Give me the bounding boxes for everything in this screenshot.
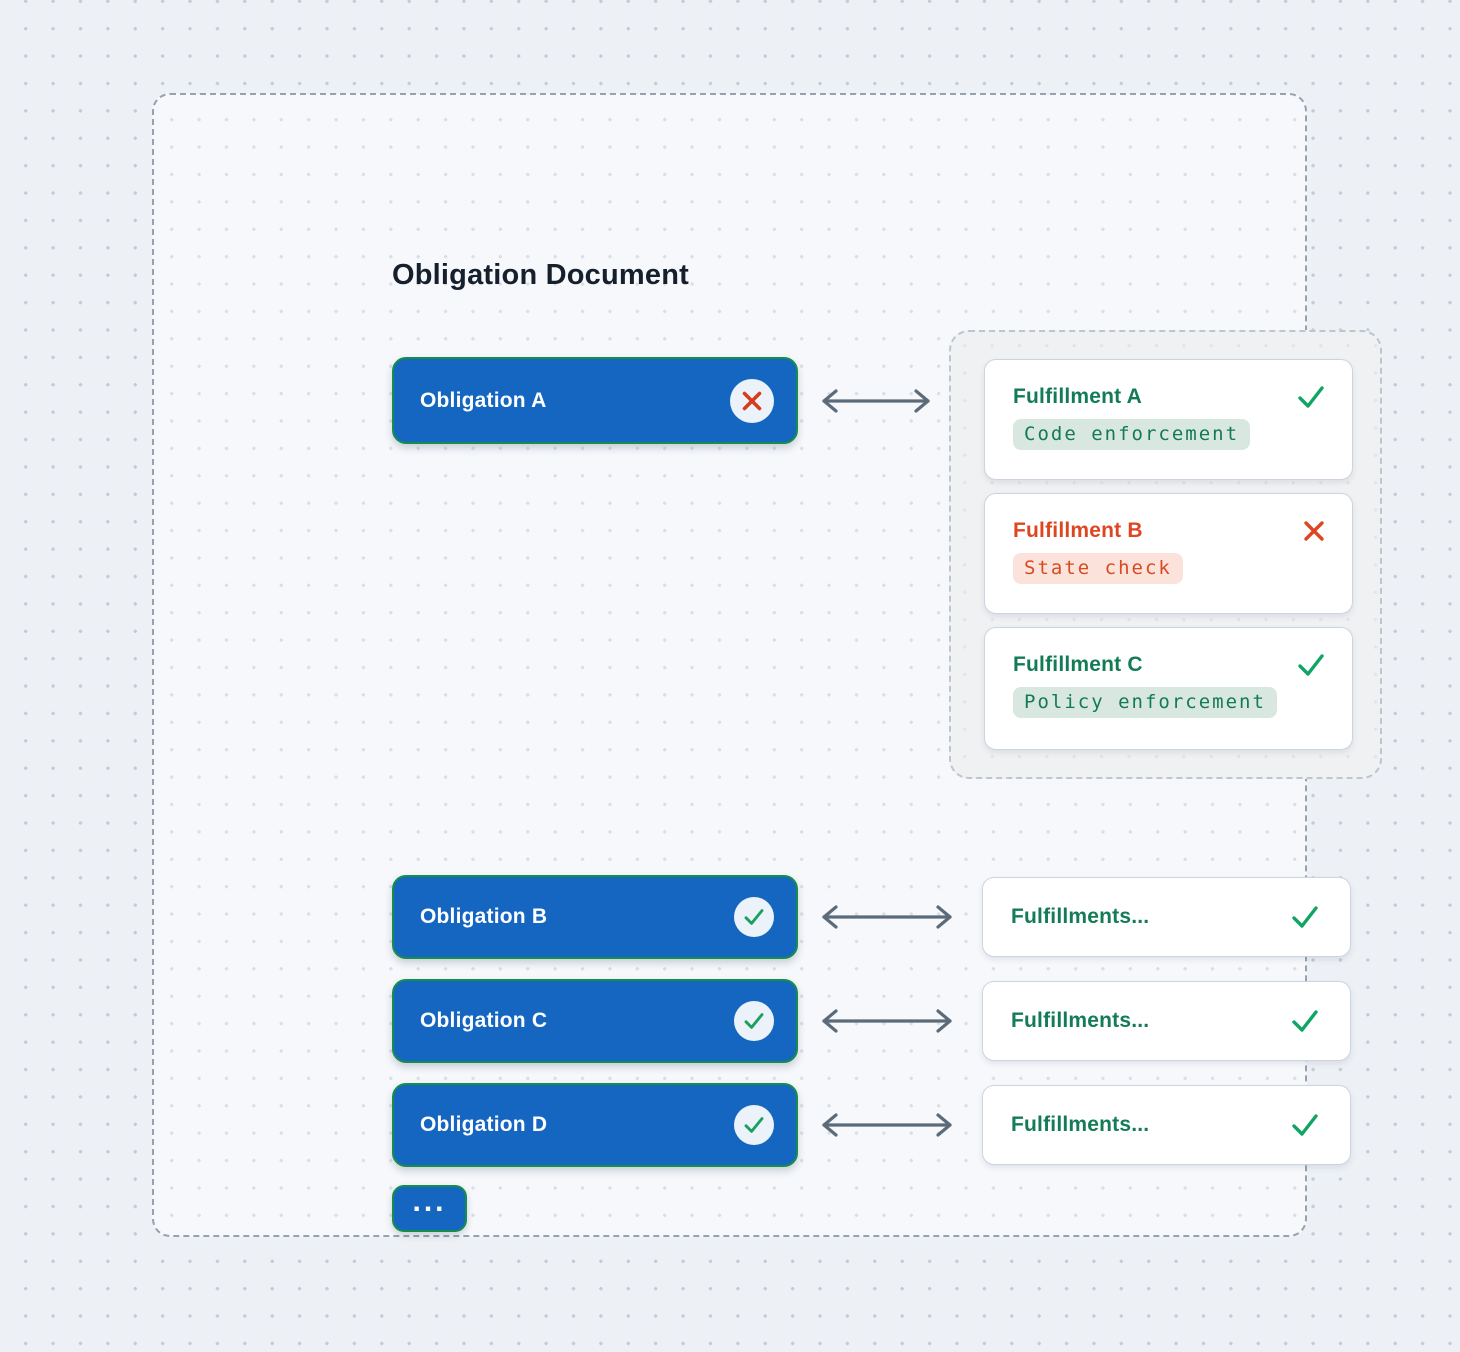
fulfillments-label: Fulfillments... — [1011, 1009, 1150, 1032]
obligation-c-label: Obligation C — [420, 1009, 548, 1032]
check-icon — [1296, 653, 1326, 677]
fulfillment-card-a: Fulfillment A Code enforcement — [984, 359, 1353, 480]
more-obligations-node: ... — [392, 1185, 467, 1232]
fulfillments-card-c: Fulfillments... — [982, 981, 1351, 1061]
obligation-b-node: Obligation B — [392, 875, 798, 959]
check-icon — [1290, 905, 1320, 929]
fulfillments-card-d: Fulfillments... — [982, 1085, 1351, 1165]
obligation-c-node: Obligation C — [392, 979, 798, 1063]
fulfillment-b-tag: State check — [1013, 553, 1183, 584]
x-icon — [730, 378, 774, 423]
fulfillment-c-tag: Policy enforcement — [1013, 687, 1277, 718]
fulfillments-card-b: Fulfillments... — [982, 877, 1351, 957]
double-arrow-icon — [816, 386, 936, 416]
double-arrow-icon — [816, 902, 958, 932]
double-arrow-icon — [816, 1110, 958, 1140]
check-icon — [1296, 385, 1326, 409]
check-icon — [1290, 1009, 1320, 1033]
fulfillment-card-b: Fulfillment B State check — [984, 493, 1353, 614]
fulfillments-label: Fulfillments... — [1011, 1113, 1150, 1136]
fulfillment-a-label: Fulfillment A — [1013, 385, 1142, 408]
obligation-d-label: Obligation D — [420, 1113, 548, 1136]
obligation-a-node: Obligation A — [392, 357, 798, 444]
x-icon — [1302, 519, 1326, 543]
fulfillment-group: Fulfillment A Code enforcement Fulfillme… — [949, 330, 1382, 779]
obligation-b-label: Obligation B — [420, 905, 548, 928]
check-circle-icon — [734, 897, 774, 937]
obligation-d-node: Obligation D — [392, 1083, 798, 1167]
fulfillment-card-head: Fulfillment C — [1013, 653, 1326, 677]
fulfillment-a-tag: Code enforcement — [1013, 419, 1251, 450]
check-circle-icon — [734, 1105, 774, 1145]
check-icon — [1290, 1113, 1320, 1137]
fulfillment-card-c: Fulfillment C Policy enforcement — [984, 627, 1353, 750]
fulfillment-card-head: Fulfillment A — [1013, 385, 1326, 409]
page-title: Obligation Document — [392, 259, 690, 291]
fulfillment-b-label: Fulfillment B — [1013, 519, 1143, 542]
fulfillments-label: Fulfillments... — [1011, 905, 1150, 928]
fulfillment-card-head: Fulfillment B — [1013, 519, 1326, 543]
fulfillment-c-label: Fulfillment C — [1013, 653, 1143, 676]
obligation-document-container: Obligation Document Obligation A Fulfill — [152, 93, 1382, 1237]
double-arrow-icon — [816, 1006, 958, 1036]
obligation-a-label: Obligation A — [420, 388, 547, 412]
check-circle-icon — [734, 1001, 774, 1041]
